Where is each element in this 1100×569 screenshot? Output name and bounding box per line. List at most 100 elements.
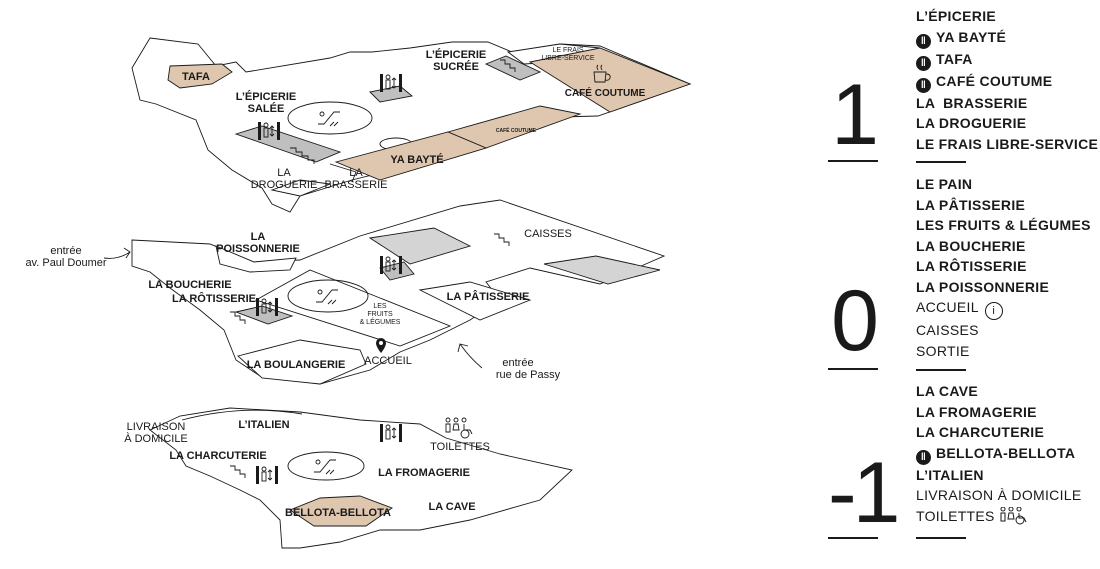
legend-item-label: CAFÉ COUTUME (936, 72, 1053, 89)
info-icon: i (984, 302, 1003, 320)
legend-item-fruits[interactable]: LES FRUITS & LÉGUMES (916, 215, 1091, 236)
escalator-icon (316, 289, 338, 305)
legend-item-boucherie[interactable]: LA BOUCHERIE (916, 236, 1091, 257)
legend-item-label: LA POISSONNERIE (916, 278, 1050, 295)
divider (916, 369, 966, 371)
floor-legend: 1 L’ÉPICERIE ‖ YA BAYTÉ ‖ TAFA ‖ CAFÉ COUTU… (822, 0, 1098, 569)
poissonnerie-label: LA (251, 231, 266, 243)
legend-item-accueil[interactable]: ACCUEIL i (916, 297, 1091, 320)
legend-item-ya-bayte[interactable]: ‖ YA BAYTÉ (916, 27, 1098, 49)
legend-item-tafa[interactable]: ‖ TAFA (916, 49, 1098, 71)
legend-item-fromagerie[interactable]: LA FROMAGERIE (916, 402, 1081, 423)
floor-minus1-plan: LIVRAISON À DOMICILE L’ITALIEN TOILETTES… (124, 407, 573, 549)
legend-item-label: TAFA (936, 50, 973, 67)
tafa-restaurant-area[interactable] (167, 63, 233, 89)
brasserie-label: LA (349, 167, 363, 179)
livraison-label-2: À DOMICILE (124, 432, 188, 445)
accueil-label: ACCUEIL (364, 355, 412, 367)
boucherie-label: LA BOUCHERIE (148, 279, 231, 291)
legend-item-label: LA BOUCHERIE (916, 237, 1026, 254)
droguerie-label-2: DROGUERIE (251, 179, 318, 191)
cafe-coutume-area[interactable] (528, 47, 692, 113)
restaurant-icon: ‖ (916, 55, 931, 71)
legend-item-label: LA PÂTISSERIE (916, 196, 1026, 213)
divider (828, 160, 878, 162)
location-pin-icon (376, 338, 386, 353)
legend-item-droguerie[interactable]: LA DROGUERIE (916, 113, 1098, 134)
cave-label: LA CAVE (428, 501, 475, 513)
legend-item-frais[interactable]: LE FRAIS LIBRE-SERVICE (916, 134, 1098, 155)
floor-number-0: 0 (831, 273, 879, 369)
caisses-label: CAISSES (524, 228, 572, 240)
entree-passy-label: entrée (502, 357, 533, 369)
legend-item-epicerie[interactable]: L’ÉPICERIE (916, 6, 1098, 27)
elevator-icon (256, 466, 278, 484)
legend-item-brasserie[interactable]: LA BRASSERIE (916, 93, 1098, 114)
legend-item-rotisserie[interactable]: LA RÔTISSERIE (916, 256, 1091, 277)
legend-item-pain[interactable]: LE PAIN (916, 174, 1091, 195)
legend-item-patisserie[interactable]: LA PÂTISSERIE (916, 195, 1091, 216)
bellota-bellota-area[interactable] (289, 495, 393, 527)
legend-item-label: LES FRUITS & LÉGUMES (916, 217, 1091, 233)
boulangerie-label: LA BOULANGERIE (247, 359, 346, 371)
legend-item-label: ACCUEIL (916, 299, 979, 315)
legend-item-cafe-coutume[interactable]: ‖ CAFÉ COUTUME (916, 71, 1098, 93)
legend-item-label: YA BAYTÉ (936, 28, 1007, 45)
legend-item-charcuterie[interactable]: LA CHARCUTERIE (916, 422, 1081, 443)
restaurant-icon: ‖ (916, 33, 931, 49)
store-floor-map: TAFA L’ÉPICERIE SALÉE L’ÉPICERIE SUCRÉE … (25, 37, 692, 549)
tafa-label: TAFA (182, 71, 210, 83)
entrance-arrow-passy (457, 343, 483, 369)
ya-bayte-area[interactable] (334, 131, 488, 181)
livraison-label: LIVRAISON (127, 421, 186, 433)
floor-number-minus1: -1 (828, 445, 900, 541)
floor-number-1: 1 (831, 67, 879, 163)
elevator-icon (380, 74, 402, 92)
floor-1-list: L’ÉPICERIE ‖ YA BAYTÉ ‖ TAFA ‖ CAFÉ COUTUME… (916, 6, 1098, 154)
legend-item-label: TOILETTES (916, 507, 995, 524)
legend-item-livraison[interactable]: LIVRAISON À DOMICILE (916, 485, 1081, 506)
frais-label-2: LIBRE-SERVICE (541, 55, 594, 62)
toilets-icon (1000, 506, 1027, 524)
restaurant-icon: ‖ (916, 77, 931, 93)
legend-item-label: LA BRASSERIE (916, 94, 1028, 111)
cafe-coutume-label: CAFÉ COUTUME (565, 86, 646, 99)
legend-item-label: LA RÔTISSERIE (916, 258, 1027, 274)
divider (916, 161, 966, 163)
fruits-label-3: & LÉGUMES (360, 317, 401, 326)
floor-minus1-list: LA CAVE LA FROMAGERIE LA CHARCUTERIE ‖ BE… (916, 381, 1081, 526)
legend-item-sortie[interactable]: SORTIE (916, 341, 1091, 362)
divider (828, 537, 878, 539)
fruits-label: LES (373, 303, 387, 310)
floor-0-plan: entrée av. Paul Doumer LA POISSONNERIE C… (25, 199, 666, 385)
escalator-icon (318, 111, 340, 127)
fromagerie-label: LA FROMAGERIE (378, 467, 470, 479)
coffee-icon (593, 64, 611, 83)
entree-label: entrée (50, 245, 81, 257)
epicerie-salee-label: L’ÉPICERIE (236, 90, 297, 103)
elevator-icon (380, 424, 402, 442)
legend-item-label: BELLOTA-BELLOTA (936, 444, 1076, 461)
legend-item-toilettes[interactable]: TOILETTES (916, 506, 1081, 527)
legend-item-label: LA CHARCUTERIE (916, 424, 1045, 440)
patisserie-label: LA PÂTISSERIE (447, 290, 530, 303)
elevator-icon (258, 122, 280, 140)
legend-item-label: LA CAVE (916, 383, 978, 399)
legend-item-bellota[interactable]: ‖ BELLOTA-BELLOTA (916, 443, 1081, 465)
charcuterie-label: LA CHARCUTERIE (169, 450, 266, 462)
toilettes-label: TOILETTES (430, 441, 490, 453)
legend-item-poissonnerie[interactable]: LA POISSONNERIE (916, 277, 1091, 298)
restaurant-icon: ‖ (916, 449, 931, 465)
legend-item-label: CAISSES (916, 322, 979, 338)
legend-item-label: LIVRAISON À DOMICILE (916, 487, 1082, 503)
divider (916, 537, 966, 539)
bellota-label: BELLOTA-BELLOTA (285, 507, 391, 519)
legend-item-label: LA FROMAGERIE (916, 403, 1037, 420)
legend-item-italien[interactable]: L’ITALIEN (916, 465, 1081, 486)
ya-bayte-label: YA BAYTÉ (390, 153, 443, 166)
entree-av-label: av. Paul Doumer (25, 257, 106, 269)
legend-item-cave[interactable]: LA CAVE (916, 381, 1081, 402)
legend-item-caisses[interactable]: CAISSES (916, 320, 1091, 341)
poissonnerie-label-2: POISSONNERIE (216, 243, 300, 255)
rotisserie-label: LA RÔTISSERIE (172, 292, 256, 305)
